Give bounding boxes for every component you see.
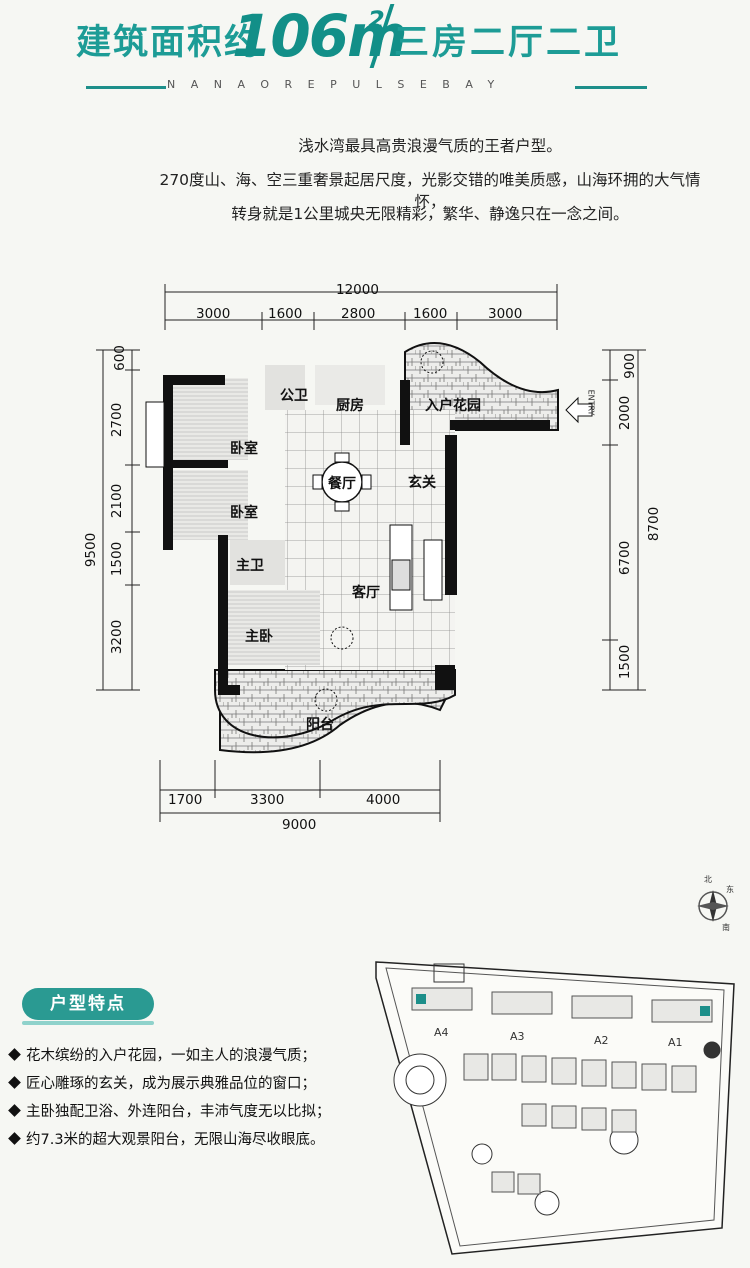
feature-item-2: 匠心雕琢的玄关，成为展示典雅品位的窗口； xyxy=(6,1072,316,1093)
bullet-icon xyxy=(8,1048,21,1061)
entry-label: ENTRY xyxy=(586,389,596,416)
site-label-a1: A1 xyxy=(668,1036,683,1049)
dim-top-2: 1600 xyxy=(268,306,303,322)
room-master-bath: 主卫 xyxy=(236,558,264,574)
room-kitchen: 厨房 xyxy=(336,398,364,414)
site-label-a4: A4 xyxy=(434,1026,449,1039)
title-suffix: 三房二厅二卫 xyxy=(394,23,623,63)
dim-top-1: 3000 xyxy=(196,306,231,322)
dim-bottom-2: 3300 xyxy=(250,792,285,808)
site-plan: A4 A3 A2 A1 xyxy=(372,958,748,1260)
subtitle-line-right xyxy=(575,86,647,89)
room-entry-garden: 入户花园 xyxy=(425,398,481,414)
area-superscript: 2 xyxy=(368,6,385,34)
dim-right-4: 1500 xyxy=(617,644,634,680)
dim-right-3: 6700 xyxy=(617,540,634,576)
intro-line-3: 转身就是1公里城央无限精彩，繁华、静逸只在一念之间。 xyxy=(231,205,629,223)
dim-left-2: 2700 xyxy=(109,402,126,438)
bullet-icon xyxy=(8,1104,21,1117)
room-bedroom-1: 卧室 xyxy=(230,441,258,457)
room-living: 客厅 xyxy=(352,585,380,601)
features-badge: 户型特点 xyxy=(22,988,154,1025)
dim-right-2: 2000 xyxy=(617,395,634,431)
dim-left-total: 9500 xyxy=(83,532,100,568)
site-label-a3: A3 xyxy=(510,1030,525,1043)
compass-icon xyxy=(697,890,729,922)
feature-item-3: 主卧独配卫浴、外连阳台，丰沛气度无以比拟； xyxy=(6,1100,331,1121)
subtitle-line-left xyxy=(86,86,166,89)
compass-east: 东 xyxy=(726,885,734,894)
title-prefix: 建筑面积约 xyxy=(76,23,262,63)
floor-plan: 12000 3000 1600 2800 1600 3000 9500 600 … xyxy=(0,270,750,850)
intro-line-2: 270度山、海、空三重奢景起居尺度，光影交错的唯美质感，山海环拥的大气情怀， xyxy=(159,171,701,211)
dim-left-5: 3200 xyxy=(109,619,126,655)
dim-right-1: 900 xyxy=(621,353,638,379)
compass-south: 南 xyxy=(722,923,730,932)
dim-top-5: 3000 xyxy=(488,306,523,322)
floor-plan-drawing xyxy=(96,284,646,822)
bullet-icon xyxy=(8,1076,21,1089)
dim-bottom-total: 9000 xyxy=(282,817,317,833)
compass: 北 东 南 xyxy=(688,874,738,934)
dim-right-total: 8700 xyxy=(646,506,663,542)
dim-left-4: 1500 xyxy=(109,541,126,577)
room-gongwei: 公卫 xyxy=(280,388,308,404)
feature-item-1: 花木缤纷的入户花园，一如主人的浪漫气质； xyxy=(6,1044,316,1065)
dim-left-3: 2100 xyxy=(109,483,126,519)
site-plan-drawing xyxy=(375,961,735,1255)
feature-item-4: 约7.3米的超大观景阳台，无限山海尽收眼底。 xyxy=(6,1128,325,1149)
dim-top-3: 2800 xyxy=(341,306,376,322)
dim-left-1: 600 xyxy=(111,345,128,371)
area-number: 106m xyxy=(232,2,408,70)
room-master-bedroom: 主卧 xyxy=(245,629,273,645)
room-bedroom-2: 卧室 xyxy=(230,505,258,521)
dim-top-4: 1600 xyxy=(413,306,448,322)
site-label-a2: A2 xyxy=(594,1034,609,1047)
page-subtitle: NANAOREPULSEBAY xyxy=(167,78,567,91)
dim-top-total: 12000 xyxy=(336,282,379,298)
dim-bottom-1: 1700 xyxy=(168,792,203,808)
compass-north: 北 xyxy=(704,875,712,884)
bullet-icon xyxy=(8,1132,21,1145)
room-foyer: 玄关 xyxy=(408,475,436,491)
dim-bottom-3: 4000 xyxy=(366,792,401,808)
room-dining: 餐厅 xyxy=(328,476,356,492)
room-balcony: 阳台 xyxy=(306,717,334,733)
intro-line-1: 浅水湾最具高贵浪漫气质的王者户型。 xyxy=(298,137,562,155)
